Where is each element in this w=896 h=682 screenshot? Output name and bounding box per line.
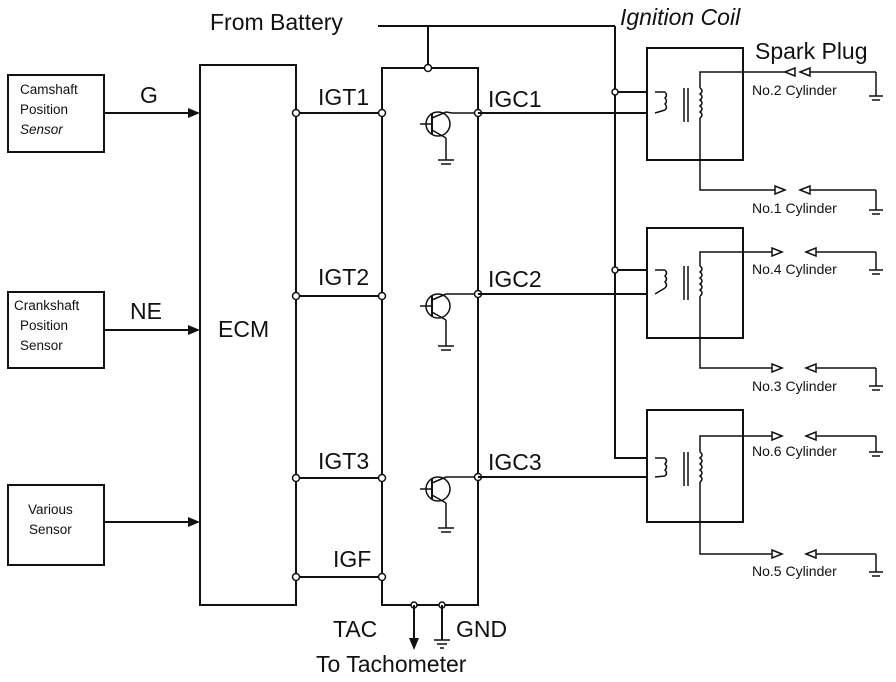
tac-label: TAC (333, 616, 378, 642)
ecm-label: ECM (218, 316, 270, 342)
igt1-label: IGT1 (318, 84, 370, 110)
transistor-2 (420, 289, 483, 351)
cylinder-no2-label: No.2 Cylinder (752, 82, 837, 98)
various-arrow (188, 517, 200, 527)
crankshaft-sensor-label: Crankshaft Position Sensor (14, 298, 80, 353)
cylinder-no5-label: No.5 Cylinder (752, 563, 837, 579)
cylinder-no1-label: No.1 Cylinder (752, 200, 837, 216)
igt2-label: IGT2 (318, 264, 370, 290)
ignition-coil-label: Ignition Coil (620, 4, 741, 30)
igniter-box (381, 67, 479, 606)
camshaft-sensor-label: Camshaft Position Sensor (20, 82, 78, 137)
spark-plug-no6 (771, 430, 883, 457)
spark-plug-no1 (774, 184, 883, 215)
various-sensor-box (7, 484, 105, 566)
to-tachometer-label: To Tachometer (316, 651, 467, 677)
crankshaft-sensor-box (7, 291, 105, 369)
igc3-label: IGC3 (488, 449, 542, 475)
igf-label: IGF (333, 546, 372, 572)
from-battery-label: From Battery (210, 9, 343, 35)
spark-plug-no3 (771, 362, 883, 391)
g-signal-label: G (140, 82, 158, 108)
cylinder-no4-label: No.4 Cylinder (752, 261, 837, 277)
igc1-label: IGC1 (488, 86, 542, 112)
camshaft-sensor-box (7, 74, 105, 153)
ne-signal-label: NE (130, 298, 162, 324)
spark-plug-no4 (771, 246, 883, 275)
tac-arrow (409, 638, 419, 650)
igc2-label: IGC2 (488, 266, 542, 292)
spark-plug-no5 (771, 548, 883, 577)
ignition-coil-2 (646, 227, 772, 369)
gnd-label: GND (456, 616, 508, 642)
igt3-label: IGT3 (318, 448, 370, 474)
ne-arrow (188, 325, 200, 335)
cylinder-no3-label: No.3 Cylinder (752, 378, 837, 394)
ignition-coil-1 (646, 47, 785, 191)
various-sensor-label: Various Sensor (28, 502, 73, 537)
spark-plug-label: Spark Plug (755, 38, 868, 64)
g-arrow (188, 108, 200, 118)
ecm-box (199, 64, 297, 606)
cylinder-no6-label: No.6 Cylinder (752, 443, 837, 459)
spark-plug-no2 (782, 66, 883, 101)
transistor-3 (420, 472, 483, 533)
ignition-coil-3 (646, 409, 772, 555)
